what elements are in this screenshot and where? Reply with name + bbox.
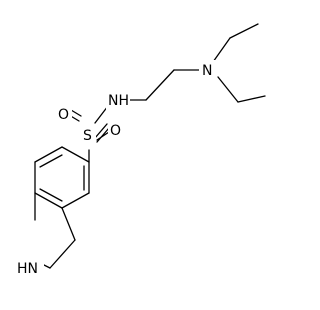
bond-ethyl1-ch2-ch3	[229, 23, 259, 39]
ring-bond-c5-c6	[61, 146, 90, 163]
atom-mask-nh	[106, 90, 130, 110]
atom-mask-nh-indoline	[16, 258, 44, 278]
ring5-bond-c3-c2	[49, 239, 76, 269]
ring-double-bond-inner-1	[39, 154, 63, 168]
atom-label-nh-indoline: HN	[17, 261, 38, 277]
bond-s-o-upper-b	[70, 109, 82, 117]
atom-mask-o-upper	[56, 104, 72, 124]
bond-nh-s	[94, 105, 109, 124]
ring-bond-c6-c7	[34, 146, 63, 163]
structure-canvas: N NH S O O HN	[16, 23, 266, 278]
atom-label-s: S	[83, 128, 92, 144]
atom-mask-s	[80, 124, 96, 146]
atom-label-nh-sulfonamide: NH	[108, 93, 129, 109]
bond-n-ethyl2-ch2	[217, 76, 239, 103]
bond-linker-c1-c2	[145, 69, 175, 101]
atom-mask-n	[199, 60, 217, 80]
bond-ethyl2-ch2-ch3	[237, 95, 266, 103]
chemical-structure-diagram: N NH S O O HN	[16, 23, 266, 278]
ring-bond-c7a-c3a	[34, 192, 63, 209]
bond-s-o-lower-b	[96, 127, 110, 143]
ring-double-bond-inner-2	[39, 188, 63, 202]
ring-bond-c3a-c4	[61, 192, 90, 209]
bond-n-ethyl1-ch2	[212, 37, 231, 63]
bond-s-o-lower-a	[94, 123, 108, 139]
atom-label-n-amine: N	[202, 63, 212, 79]
ring5-bond-c3a-c3	[61, 207, 76, 241]
atom-mask-o-lower	[108, 120, 124, 140]
atom-label-o-upper: O	[58, 107, 69, 123]
atom-label-o-lower: O	[110, 123, 121, 139]
